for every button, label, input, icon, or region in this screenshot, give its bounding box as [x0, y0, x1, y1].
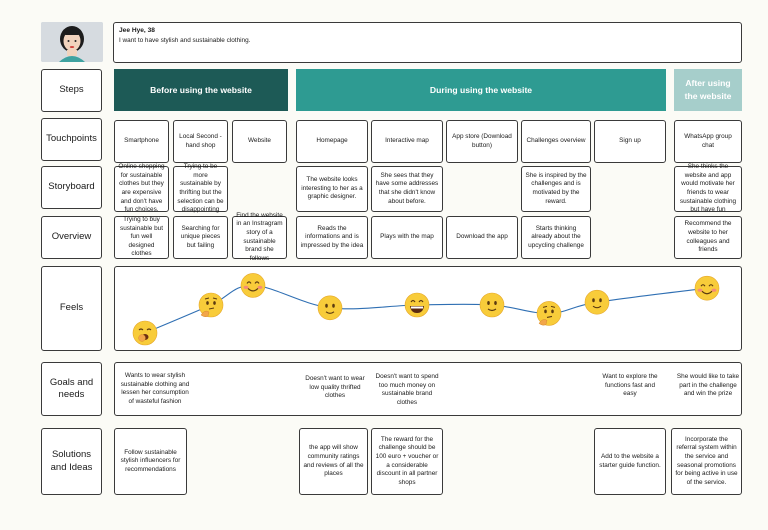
row-label-goals-line1: Goals and: [49, 376, 94, 388]
goal-1: Wants to wear stylish sustainable clothi…: [120, 372, 190, 405]
solution-card-1: Follow sustainable stylish influencers f…: [114, 428, 187, 495]
touchpoint-challenges: Challenges overview: [521, 120, 591, 163]
touchpoint-whatsapp: WhatsApp group chat: [674, 120, 742, 163]
row-label-storyboard: Storyboard: [41, 166, 102, 209]
goal-5: She would like to take part in the chall…: [676, 373, 740, 398]
touchpoint-smartphone: Smartphone: [114, 120, 169, 163]
solution-card-2-text: the app will show community ratings and …: [303, 444, 364, 478]
touchpoint-website: Website: [232, 120, 287, 163]
touchpoint-interactive-map-text: Interactive map: [385, 137, 429, 145]
overview-cell-2: Searching for unique pieces but failing: [173, 216, 228, 259]
overview-cell-4: Reads the informations and is impressed …: [296, 216, 368, 259]
touchpoint-secondhand-shop-text: Local Second - hand shop: [179, 132, 222, 149]
row-label-goals-text: Goals and needs: [50, 377, 93, 402]
overview-cell-9: Recommend the website to her colleagues …: [674, 216, 742, 259]
overview-cell-2-text: Searching for unique pieces but failing: [180, 224, 221, 249]
persona-card: [113, 22, 742, 63]
goals-panel: [114, 362, 742, 416]
storyboard-cell-7: She is inspired by the challenges and is…: [521, 166, 591, 212]
row-label-overview: Overview: [41, 216, 102, 259]
storyboard-cell-9: She thinks the website and app would mot…: [674, 163, 742, 214]
row-label-steps: Steps: [41, 69, 102, 112]
solution-card-2: the app will show community ratings and …: [299, 428, 368, 495]
solution-card-5-text: Incorporate the referral system within t…: [675, 435, 738, 486]
touchpoint-sign-up: Sign up: [594, 120, 666, 163]
touchpoint-sign-up-text: Sign up: [619, 137, 641, 145]
row-label-touchpoints-text: Touchpoints: [46, 133, 97, 145]
row-label-feels-text: Feels: [59, 302, 84, 314]
solution-card-3: The reward for the challenge should be 1…: [371, 428, 443, 495]
overview-cell-1: Trying to buy sustainable but fun well d…: [114, 216, 169, 259]
row-label-steps-text: Steps: [59, 84, 84, 96]
touchpoint-challenges-text: Challenges overview: [526, 137, 586, 145]
storyboard-cell-5-text: She sees that they have some addresses t…: [375, 171, 439, 205]
persona-name: Jee Hye, 38: [119, 27, 155, 34]
overview-cell-5: Plays with the map: [371, 216, 443, 259]
row-label-feels: Feels: [41, 266, 102, 351]
overview-cell-9-text: Recommend the website to her colleagues …: [684, 220, 732, 254]
storyboard-cell-1: Online shopping for sustainable clothes …: [114, 163, 169, 214]
row-label-overview-text: Overview: [51, 231, 92, 243]
storyboard-cell-2-text: Trying to be more sustainable by thrifti…: [177, 163, 224, 214]
storyboard-cell-5: She sees that they have some addresses t…: [371, 166, 443, 212]
solution-card-3-text: The reward for the challenge should be 1…: [375, 435, 439, 486]
touchpoint-interactive-map: Interactive map: [371, 120, 443, 163]
overview-cell-7-text: Starts thinking already about the upcycl…: [528, 224, 584, 249]
overview-cell-1-text: Trying to buy sustainable but fun well d…: [120, 215, 163, 258]
touchpoint-app-store: App store (Download button): [446, 120, 518, 163]
phase-after: After using the website: [674, 69, 742, 111]
overview-cell-5-text: Plays with the map: [380, 233, 434, 241]
touchpoint-secondhand-shop: Local Second - hand shop: [173, 120, 228, 163]
overview-cell-6: Download the app: [446, 216, 518, 259]
phase-after-label: After using the website: [685, 77, 732, 103]
phase-during-label: During using the website: [429, 84, 533, 95]
row-label-storyboard-text: Storyboard: [48, 181, 95, 193]
row-label-touchpoints: Touchpoints: [41, 118, 102, 161]
persona-avatar: [41, 22, 103, 62]
row-label-goals-line2: needs: [58, 389, 85, 400]
storyboard-cell-1-text: Online shopping for sustainable clothes …: [118, 163, 165, 214]
touchpoint-homepage: Homepage: [296, 120, 368, 163]
solution-card-5: Incorporate the referral system within t…: [671, 428, 742, 495]
phase-after-line1: After using: [685, 78, 731, 89]
phase-before-label: Before using the website: [150, 84, 252, 95]
overview-cell-3: Find the website in an Instragram story …: [232, 212, 287, 262]
overview-cell-7: Starts thinking already about the upcycl…: [521, 216, 591, 259]
storyboard-cell-4-text: The website looks interesting to her as …: [301, 176, 363, 201]
feels-panel: [114, 266, 742, 351]
goal-4: Want to explore the functions fast and e…: [602, 373, 658, 398]
touchpoint-app-store-text: App store (Download button): [452, 132, 512, 149]
touchpoint-homepage-text: Homepage: [316, 137, 348, 145]
storyboard-cell-9-text: She thinks the website and app would mot…: [679, 163, 737, 214]
touchpoint-smartphone-text: Smartphone: [124, 137, 159, 145]
solution-card-4-text: Add to the website a starter guide funct…: [599, 452, 661, 469]
persona-quote: I want to have stylish and sustainable c…: [119, 37, 251, 44]
row-label-solutions: Solutions and Ideas: [41, 428, 102, 495]
overview-cell-3-text: Find the website in an Instragram story …: [236, 211, 283, 262]
goal-2: Doesn't want to wear low quality thrifte…: [305, 375, 365, 400]
overview-cell-6-text: Download the app: [456, 233, 508, 241]
phase-after-line2: the website: [684, 91, 732, 101]
solution-card-4: Add to the website a starter guide funct…: [594, 428, 666, 495]
touchpoint-whatsapp-text: WhatsApp group chat: [684, 132, 732, 149]
row-label-solutions-line1: Solutions: [51, 449, 92, 461]
overview-cell-4-text: Reads the informations and is impressed …: [300, 224, 364, 249]
storyboard-cell-2: Trying to be more sustainable by thrifti…: [173, 163, 228, 214]
storyboard-cell-7-text: She is inspired by the challenges and is…: [525, 171, 587, 205]
storyboard-cell-4: The website looks interesting to her as …: [296, 166, 368, 212]
solution-card-1-text: Follow sustainable stylish influencers f…: [120, 448, 181, 473]
row-label-solutions-line2: and Ideas: [50, 461, 93, 473]
row-label-goals: Goals and needs: [41, 362, 102, 416]
row-label-solutions-text: Solutions and Ideas: [51, 449, 93, 474]
phase-before: Before using the website: [114, 69, 288, 111]
phase-during: During using the website: [296, 69, 666, 111]
touchpoint-website-text: Website: [248, 137, 271, 145]
goal-3: Doesn't want to spend too much money on …: [375, 373, 439, 406]
